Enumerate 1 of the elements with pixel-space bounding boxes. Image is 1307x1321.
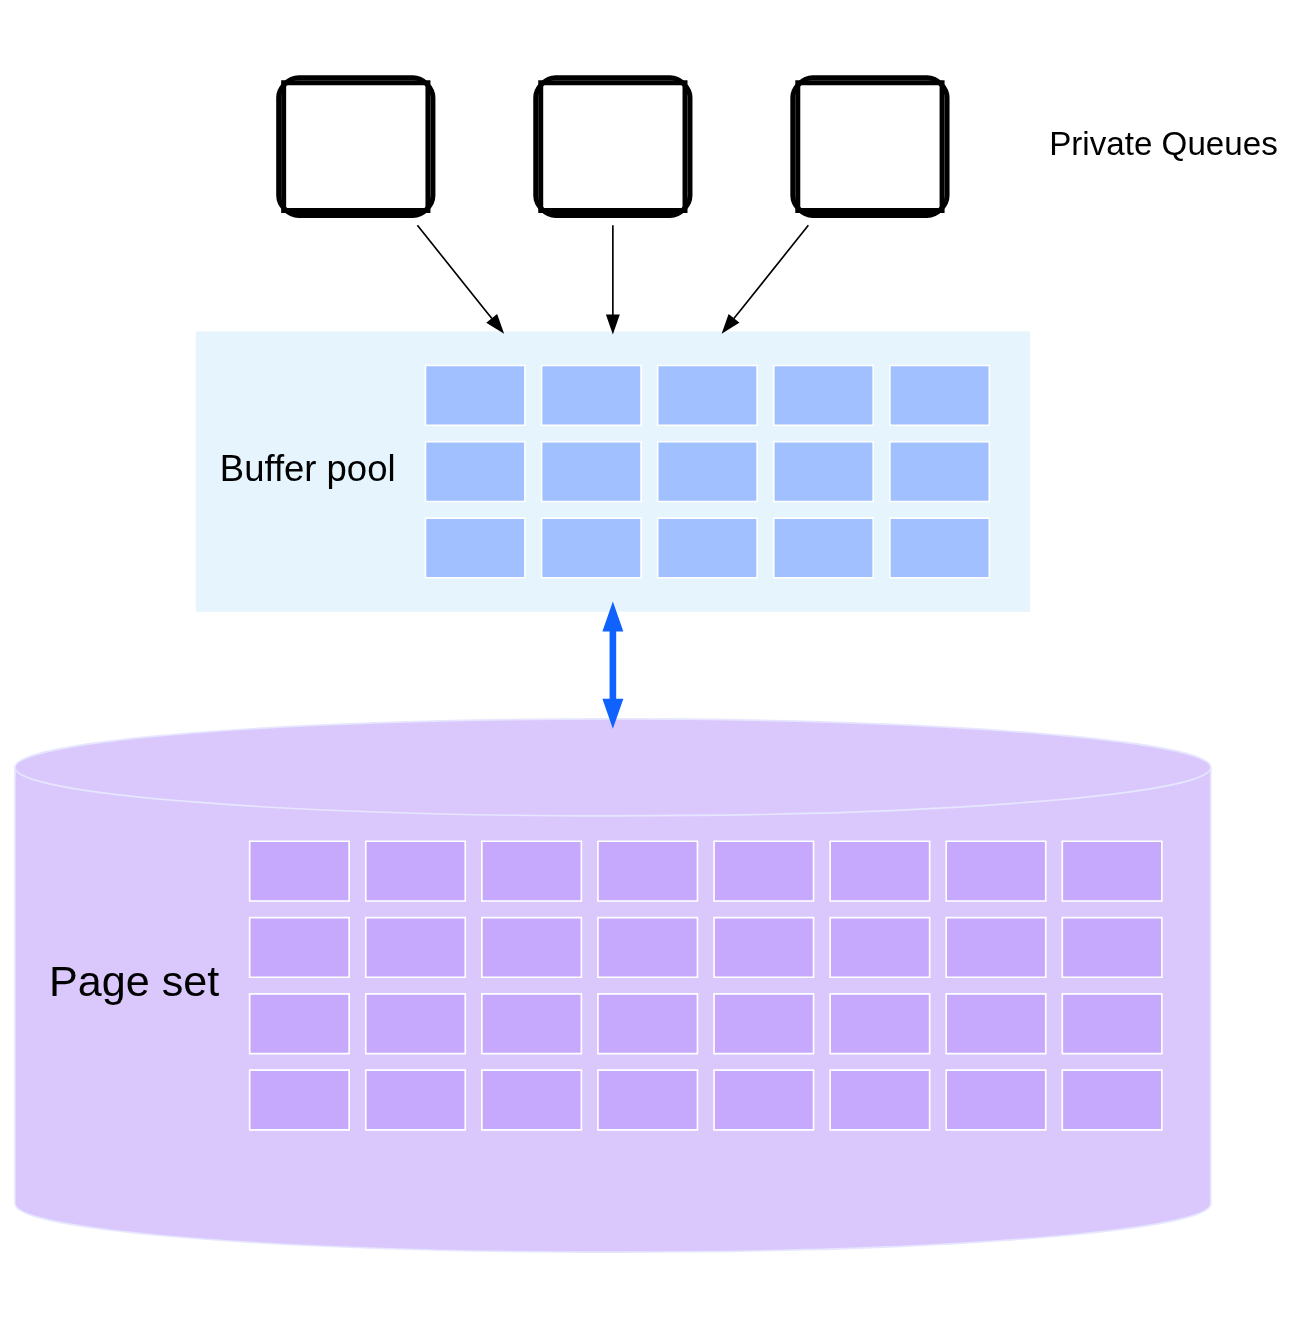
- label: Private Queues: [1049, 124, 1278, 162]
